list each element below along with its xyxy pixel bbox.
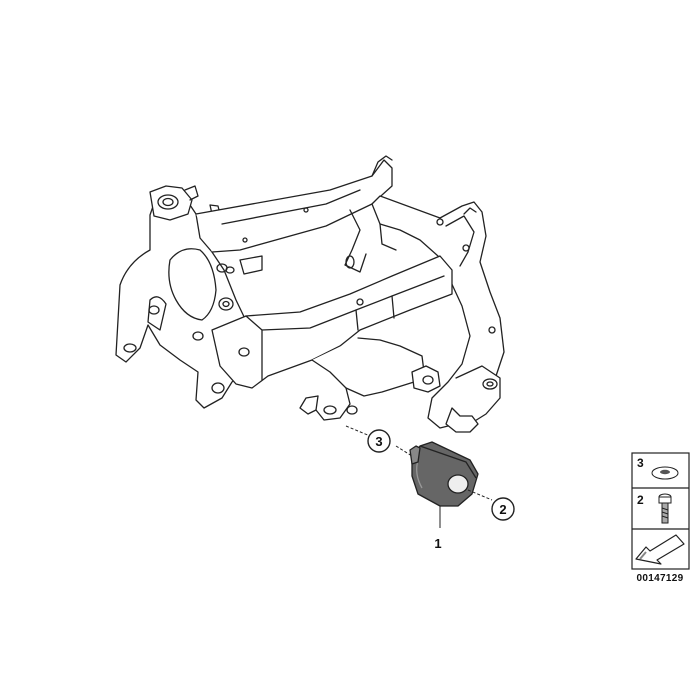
arrow-down-left-icon [635, 534, 685, 565]
legend-item-2-label: 2 [637, 493, 644, 507]
frame-slider-part [409, 441, 479, 507]
callout-3-label: 3 [375, 434, 382, 449]
assembly-lines [345, 425, 493, 528]
reference-code: 00147129 [637, 573, 684, 584]
callout-1: 1 [434, 536, 441, 551]
frame-drawing [115, 155, 505, 433]
legend-item-3-label: 3 [637, 456, 644, 470]
callout-1-label: 1 [434, 536, 441, 551]
callout-2: 2 [491, 497, 515, 521]
callout-3: 3 [367, 429, 391, 453]
callout-2-label: 2 [499, 502, 506, 517]
washer-icon [651, 466, 679, 480]
parts-legend: 3 2 [631, 452, 690, 570]
bolt-icon [658, 493, 672, 524]
